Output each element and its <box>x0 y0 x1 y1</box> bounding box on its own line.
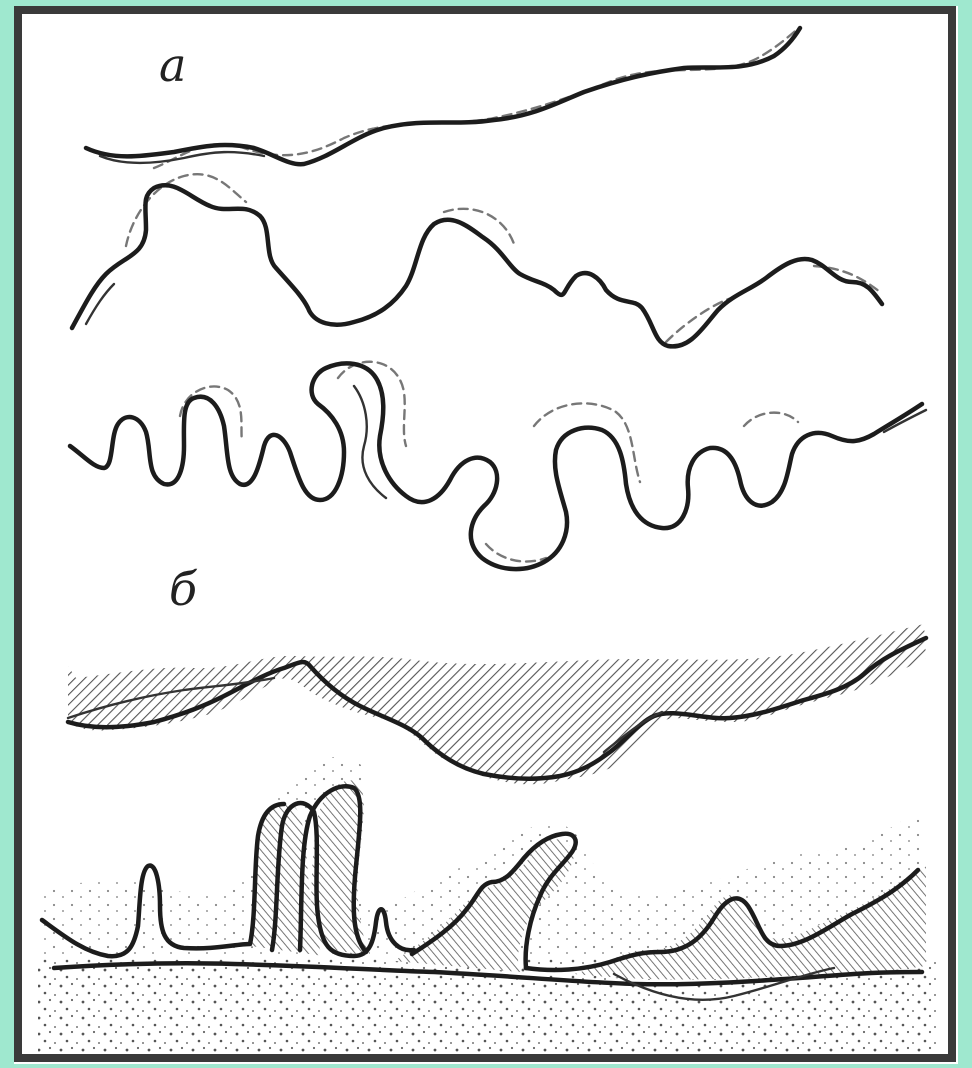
panel-label-b: б <box>169 566 197 612</box>
river-1-straight <box>86 28 800 168</box>
panel-label-a: а <box>159 42 186 88</box>
river-2-sinuous <box>72 174 882 346</box>
river-3-meandering <box>70 362 926 569</box>
figure-frame: а б <box>14 6 958 1064</box>
hatched-floodplain-upper <box>68 624 926 784</box>
river-channel-diagram <box>14 6 958 1064</box>
dotted-floodplain-lower <box>38 757 938 1052</box>
